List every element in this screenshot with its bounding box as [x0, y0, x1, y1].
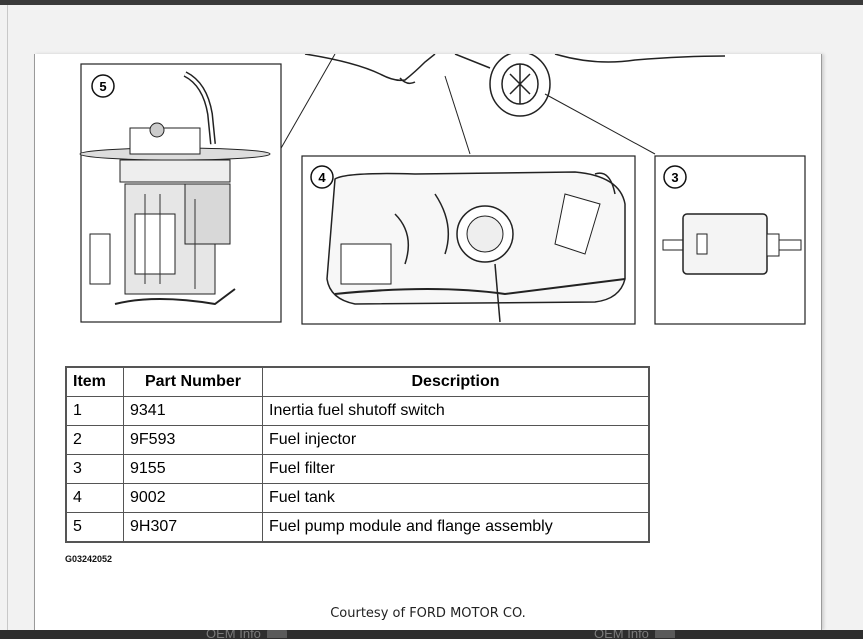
cell-description: Fuel tank [262, 483, 650, 513]
cell-item: 3 [65, 454, 124, 484]
document-page[interactable]: 5 4 [34, 54, 822, 630]
column-header-item: Item [65, 366, 124, 397]
cell-part-number: 9H307 [123, 512, 263, 543]
callout-5: 5 [99, 79, 106, 94]
vehicle-outline [304, 54, 726, 117]
watermark-left: OEM Info [206, 630, 287, 639]
table-row: 4 9002 Fuel tank [65, 483, 650, 513]
callout-3: 3 [671, 170, 678, 185]
viewer-left-edge [7, 5, 8, 635]
oem-logo-icon [654, 630, 675, 638]
callout-4: 4 [318, 170, 326, 185]
cell-item: 2 [65, 425, 124, 455]
cell-item: 1 [65, 396, 124, 426]
figure-id: G03242052 [65, 554, 113, 564]
leader-lines [279, 54, 656, 155]
cell-part-number: 9155 [123, 454, 263, 484]
parts-table: Item Part Number Description 1 9341 Iner… [65, 366, 650, 543]
cell-description: Fuel pump module and flange assembly [262, 512, 650, 543]
cell-description: Fuel filter [262, 454, 650, 484]
fuel-filter-figure: 3 [654, 155, 806, 325]
cell-description: Fuel injector [262, 425, 650, 455]
column-header-description: Description [262, 366, 650, 397]
oem-logo-icon [266, 630, 287, 638]
cell-description: Inertia fuel shutoff switch [262, 396, 650, 426]
cell-item: 5 [65, 512, 124, 543]
cell-item: 4 [65, 483, 124, 513]
window-bottom-bar: OEM Info OEM Info [0, 630, 863, 639]
table-row: 5 9H307 Fuel pump module and flange asse… [65, 512, 650, 543]
watermark-left-text: OEM Info [206, 630, 261, 639]
table-row: 3 9155 Fuel filter [65, 454, 650, 484]
fuel-pump-module-figure: 5 [79, 63, 282, 323]
fuel-system-diagram: 5 4 [79, 54, 806, 325]
cell-part-number: 9341 [123, 396, 263, 426]
column-header-part-number: Part Number [123, 366, 263, 397]
table-header-row: Item Part Number Description [65, 366, 650, 397]
fuel-tank-figure: 4 [301, 155, 636, 325]
watermark-right-text: OEM Info [594, 630, 649, 639]
watermark-right: OEM Info [594, 630, 675, 639]
table-row: 1 9341 Inertia fuel shutoff switch [65, 396, 650, 426]
window-top-bar [0, 0, 863, 5]
cell-part-number: 9002 [123, 483, 263, 513]
table-row: 2 9F593 Fuel injector [65, 425, 650, 455]
credit-line: Courtesy of FORD MOTOR CO. [330, 606, 526, 621]
cell-part-number: 9F593 [123, 425, 263, 455]
